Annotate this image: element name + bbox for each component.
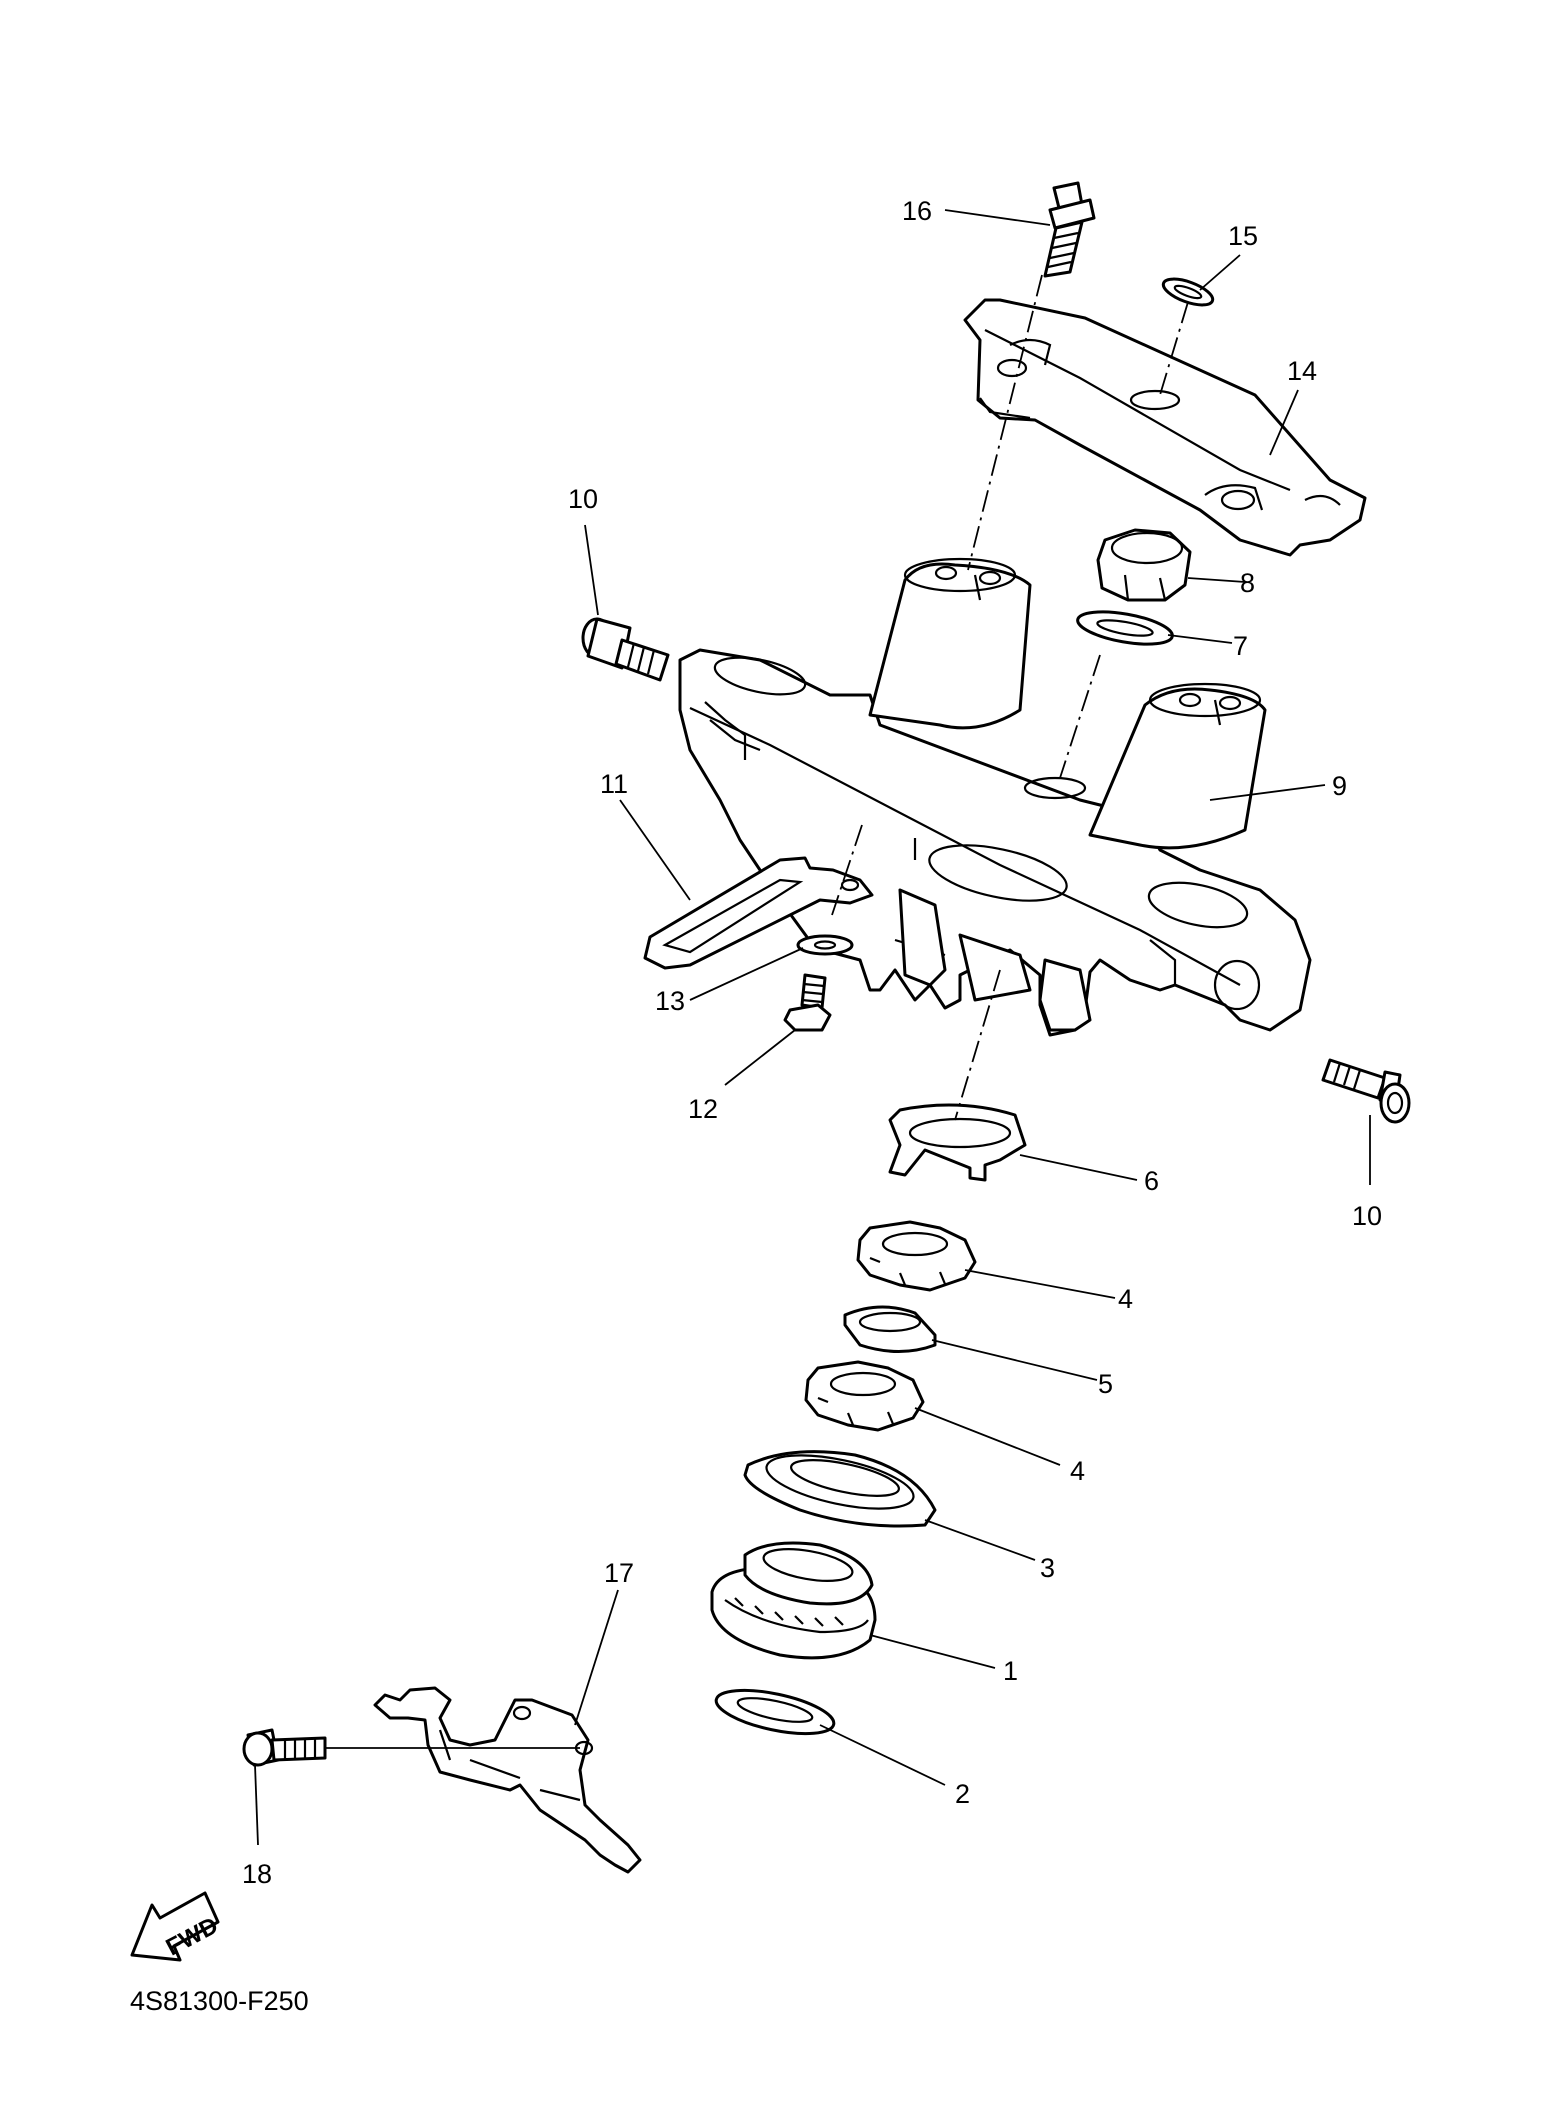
callout-17: 17 — [604, 1558, 634, 1588]
callout-16: 16 — [902, 196, 932, 226]
callout-14: 14 — [1287, 356, 1317, 386]
callout-9: 9 — [1332, 771, 1347, 801]
callout-10-right: 10 — [1352, 1201, 1382, 1231]
axis-line-stem-upper — [1059, 654, 1101, 779]
part-6-lock-washer — [888, 1103, 1027, 1182]
callout-4-upper: 4 — [1118, 1284, 1133, 1314]
part-11-bracket — [643, 856, 874, 970]
callout-8: 8 — [1240, 568, 1255, 598]
axis-line-stem-lower — [954, 969, 1001, 1121]
callout-labels: 16 15 14 10 8 7 9 11 13 12 6 10 4 5 4 3 … — [242, 196, 1382, 1889]
callout-5: 5 — [1098, 1369, 1113, 1399]
part-3-bearing-cover — [743, 1450, 937, 1528]
callout-4-lower: 4 — [1070, 1456, 1085, 1486]
part-7-washer — [1076, 610, 1174, 646]
callout-1: 1 — [1003, 1656, 1018, 1686]
fwd-arrow-icon: FWD — [130, 1891, 223, 1962]
part-4-ring-nut-upper — [856, 1220, 977, 1292]
part-14-handle-holder — [963, 298, 1367, 557]
callout-18: 18 — [242, 1859, 272, 1889]
part-15-washer — [1161, 277, 1215, 307]
part-10-bolt-left — [581, 617, 670, 682]
part-13-washer — [796, 934, 854, 956]
part-1-bearing — [710, 1541, 877, 1660]
part-12-bolt — [783, 973, 832, 1032]
callout-6: 6 — [1144, 1166, 1159, 1196]
callout-15: 15 — [1228, 221, 1258, 251]
callout-3: 3 — [1040, 1553, 1055, 1583]
callout-13: 13 — [655, 986, 685, 1016]
part-2-seal — [714, 1688, 836, 1736]
part-5-washer — [843, 1305, 937, 1353]
part-17-bracket — [373, 1686, 642, 1874]
callout-12: 12 — [688, 1094, 718, 1124]
part-8-stem-nut — [1096, 528, 1192, 602]
axis-line-bracket — [831, 824, 863, 916]
part-16-bolt — [1043, 181, 1096, 278]
callout-2: 2 — [955, 1779, 970, 1809]
diagram-code: 4S81300-F250 — [130, 1986, 309, 2016]
part-10-bolt-right — [1321, 1058, 1411, 1124]
part-18-bolt — [242, 1728, 327, 1767]
axis-line-top — [967, 274, 1043, 571]
callout-7: 7 — [1233, 631, 1248, 661]
axis-line-15 — [1159, 301, 1189, 396]
leader-lines — [254, 209, 1371, 1846]
callout-11: 11 — [600, 769, 628, 799]
callout-10-left: 10 — [568, 484, 598, 514]
part-4-ring-nut-lower — [804, 1360, 925, 1432]
part-9-upper-bracket — [678, 557, 1312, 1037]
